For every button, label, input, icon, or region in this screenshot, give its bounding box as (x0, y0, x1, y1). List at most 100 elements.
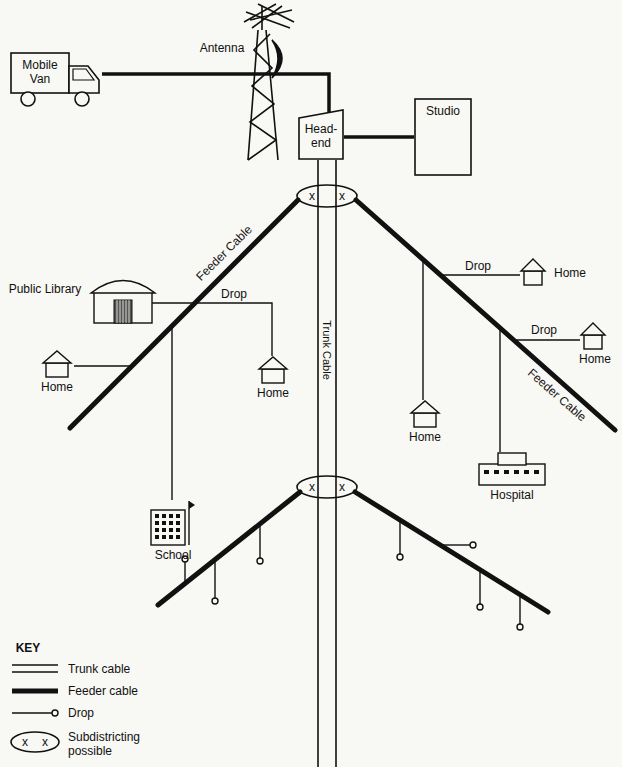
school-icon (162, 528, 166, 532)
drop-line (74, 365, 132, 366)
feeder-cable (70, 200, 615, 612)
drop-line (74, 259, 580, 624)
subdistrict-ellipse (297, 476, 357, 498)
key-sample (11, 732, 59, 752)
house-icon (580, 322, 606, 350)
building-node: Hospital (472, 452, 552, 506)
node-label: Home (402, 430, 448, 444)
building-node: School (148, 500, 198, 566)
school-icon (169, 535, 173, 539)
head-icon (299, 110, 343, 159)
library-icon (90, 274, 156, 324)
drop-line (441, 274, 520, 275)
building-node: Home (520, 258, 592, 286)
drop-end (182, 542, 523, 630)
drop-line (184, 562, 185, 584)
house-icon (46, 363, 68, 377)
legend-text: Drop (68, 706, 186, 720)
library-icon (123, 300, 124, 323)
key-sample (12, 664, 58, 666)
hospital-icon (524, 470, 529, 474)
building-node: Mobile Van (10, 52, 102, 110)
school-icon (155, 535, 159, 539)
feeder-cable (356, 200, 615, 430)
link-cable (344, 135, 414, 139)
drop-line (259, 524, 260, 558)
school-icon (155, 514, 159, 518)
house-icon (520, 258, 546, 286)
link-cable (102, 74, 329, 114)
house-icon (521, 259, 545, 271)
building-node: Home (578, 322, 612, 368)
house-icon (262, 369, 284, 383)
library-icon (94, 292, 152, 323)
van-icon (75, 92, 89, 106)
subdistrict-mark: x (338, 190, 346, 202)
subdistrict-mark: x (338, 481, 346, 493)
feeder-cable (355, 492, 548, 612)
drop-line (514, 339, 580, 340)
trunk-label: Trunk Cable (320, 319, 334, 381)
node-label: Head-end (300, 122, 342, 150)
subdistrict-mark: x (21, 736, 29, 748)
library-icon (117, 300, 118, 323)
drop-line (440, 544, 470, 545)
drop-line (499, 327, 500, 452)
node-label: Home (34, 380, 80, 394)
building-node: Public Library (8, 270, 158, 328)
box-icon (415, 99, 471, 175)
school-icon (169, 528, 173, 532)
node-label: Home (250, 386, 296, 400)
key-sample (11, 665, 59, 752)
hospital-icon (504, 470, 509, 474)
antenna-tower (248, 34, 276, 160)
drop-line (214, 560, 215, 598)
drop-end (212, 598, 218, 604)
antenna-tower (248, 30, 258, 160)
hospital-icon (514, 470, 519, 474)
node-label: Home (550, 266, 590, 280)
house-icon (410, 400, 440, 428)
drop-line (171, 327, 172, 500)
drop-line (422, 259, 423, 400)
node-label: Studio (416, 104, 470, 118)
school-icon (155, 528, 159, 532)
hospital-icon (534, 470, 539, 474)
school-icon (162, 535, 166, 539)
library-icon (114, 300, 132, 323)
drop-end (397, 554, 403, 560)
node-label: Home (574, 352, 616, 366)
school-icon (176, 521, 180, 525)
subdistrict-mark: x (308, 481, 316, 493)
building-node: Home (408, 400, 442, 446)
van-icon (73, 69, 94, 80)
hospital-icon (484, 470, 489, 474)
subdistrict-ellipse (297, 185, 357, 207)
school-icon (176, 535, 180, 539)
node-label: Hospital (472, 488, 552, 502)
van-icon (11, 53, 69, 93)
house-icon (414, 413, 436, 427)
school-icon (189, 501, 195, 509)
legend-text: Subdistricting possible (68, 730, 186, 758)
house-icon (524, 271, 542, 285)
drop-label: Drop (220, 287, 248, 301)
drop-end (477, 604, 483, 610)
legend-text: Trunk cable (68, 662, 186, 676)
building-node: Head-end (298, 108, 344, 160)
key-sample (12, 712, 52, 713)
drop-end (257, 558, 263, 564)
house-icon (581, 323, 605, 335)
school-icon (176, 528, 180, 532)
antenna-tower (244, 4, 276, 22)
library-icon (129, 300, 130, 323)
node-label: Mobile Van (13, 58, 67, 86)
subdistrict-mark: x (308, 190, 316, 202)
building-node: Studio (414, 98, 472, 176)
key-sample (12, 689, 58, 694)
school-icon (176, 514, 180, 518)
node-label: Public Library (8, 282, 82, 296)
van-icon (69, 66, 99, 93)
key-title: KEY (15, 641, 42, 655)
drop-label: Drop (530, 323, 558, 337)
